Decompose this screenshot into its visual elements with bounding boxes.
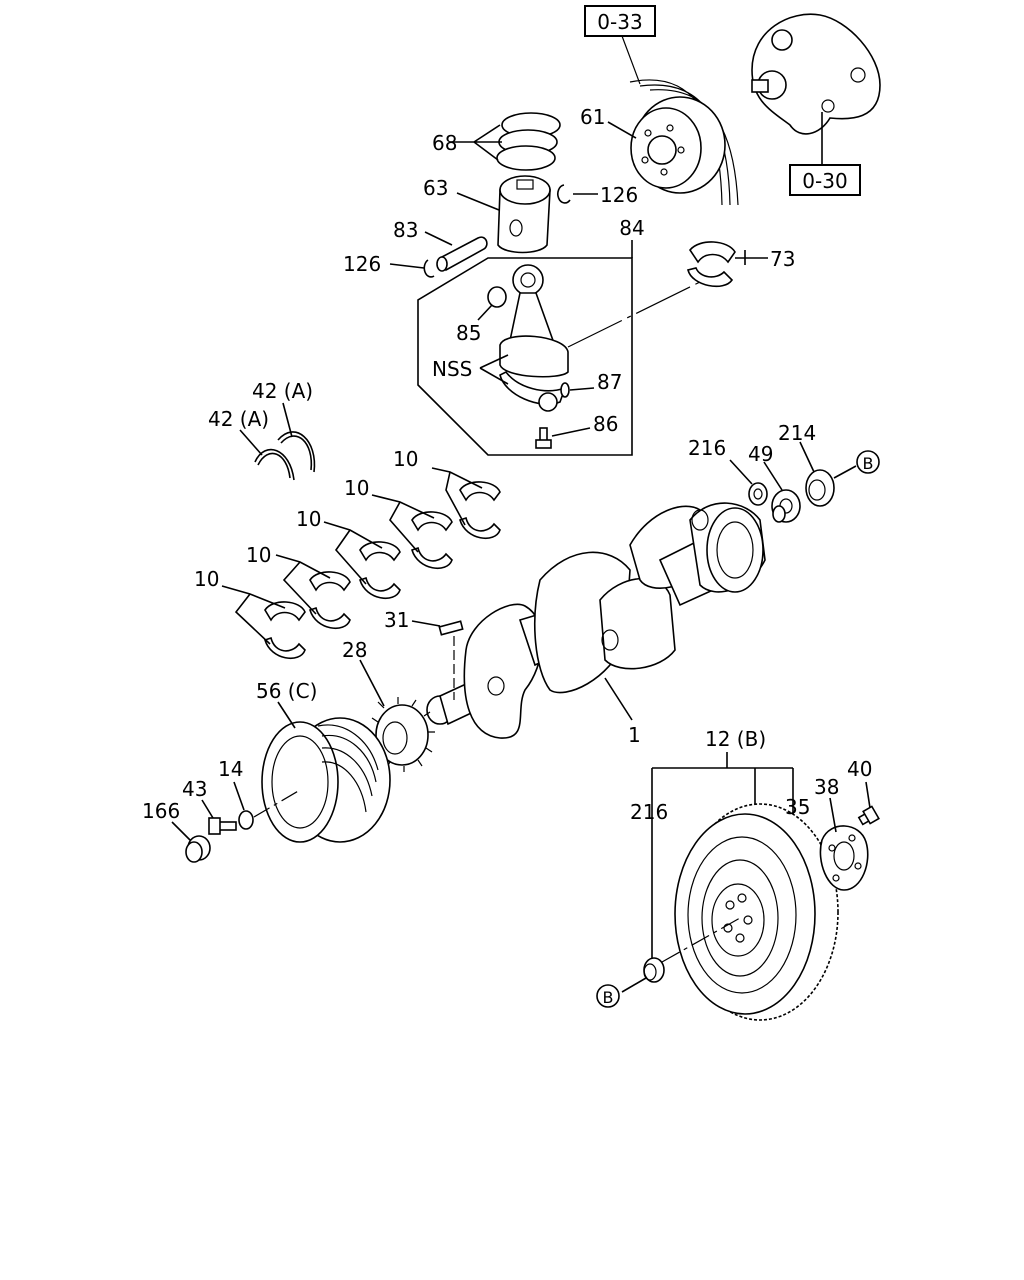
callout-85: 85 [456,321,481,345]
callout-87: 87 [597,370,622,394]
connecting-rod [499,264,569,412]
callout-31: 31 [384,608,409,632]
ref-box-0-30[interactable]: 0-30 [789,164,861,196]
water-pump [751,13,881,135]
callout-10-5: 10 [194,567,219,591]
ref-label-0-33: 0-33 [597,10,642,34]
bolt-40 [857,805,880,826]
callout-10-1: 10 [393,447,418,471]
conrod-bearing-73 [687,241,736,288]
callout-84: 84 [619,216,644,240]
callout-14: 14 [218,757,243,781]
bushing-85 [487,286,507,308]
callout-49: 49 [748,442,773,466]
callout-10-4: 10 [246,543,271,567]
callout-12b: 12 (B) [705,727,766,751]
main-bearing-set-1 [459,481,501,539]
ref-box-0-33[interactable]: 0-33 [584,5,656,37]
plate-38 [819,825,869,891]
snap-ring-126-upper [557,184,571,204]
cap-166 [185,835,211,863]
callout-86: 86 [593,412,618,436]
callout-216-front: 216 [630,800,668,824]
damper-pulley-56 [261,717,391,843]
main-bearing-set-2 [411,511,453,569]
snap-ring-126-lower [423,259,435,278]
bushing-216-front [643,957,665,983]
callout-nss: NSS [432,357,472,381]
ref-circle-b-lower[interactable]: B [596,984,620,1008]
callout-43: 43 [182,777,207,801]
callout-56c: 56 (C) [256,679,317,703]
main-bearing-set-5 [264,601,306,659]
thrust-washer-42a-right [277,431,316,473]
ref-b-lower-label: B [603,988,614,1007]
pin-87 [560,382,570,398]
callout-10-3: 10 [296,507,321,531]
callout-166: 166 [142,799,180,823]
piston-rings-68 [496,112,561,171]
bearing-49 [771,489,801,523]
ref-b-upper-label: B [863,454,874,473]
piston-63 [497,175,551,254]
crankshaft-1 [426,502,766,739]
callout-42a-lower: 42 (A) [208,407,269,431]
piston-pin-83 [436,236,488,272]
callout-73: 73 [770,247,795,271]
main-bearing-set-4 [309,571,351,629]
callout-126-lower: 126 [343,252,381,276]
pulley-61 [630,96,726,194]
callout-10-2: 10 [344,476,369,500]
callout-126-upper: 126 [600,183,638,207]
callout-68: 68 [432,131,457,155]
ref-circle-b-upper[interactable]: B [856,450,880,474]
callout-35: 35 [785,795,810,819]
washer-14 [238,810,254,830]
callout-28: 28 [342,638,367,662]
callout-1: 1 [628,723,641,747]
callout-216-rear: 216 [688,436,726,460]
key-31 [438,620,464,636]
bushing-216-rear [748,482,768,506]
callout-61: 61 [580,105,605,129]
crankshaft-gear-28 [370,697,435,772]
callout-214: 214 [778,421,816,445]
oil-seal-214 [805,469,835,507]
callout-42a-upper: 42 (A) [252,379,313,403]
flywheel [674,803,839,1021]
bolt-86 [535,427,552,449]
callout-63: 63 [423,176,448,200]
thrust-washer-42a-left [254,448,295,481]
main-bearing-set-3 [359,541,401,599]
callout-40: 40 [847,757,872,781]
bolt-43 [208,817,237,835]
callout-83: 83 [393,218,418,242]
ref-label-0-30: 0-30 [802,169,847,193]
callout-38: 38 [814,775,839,799]
